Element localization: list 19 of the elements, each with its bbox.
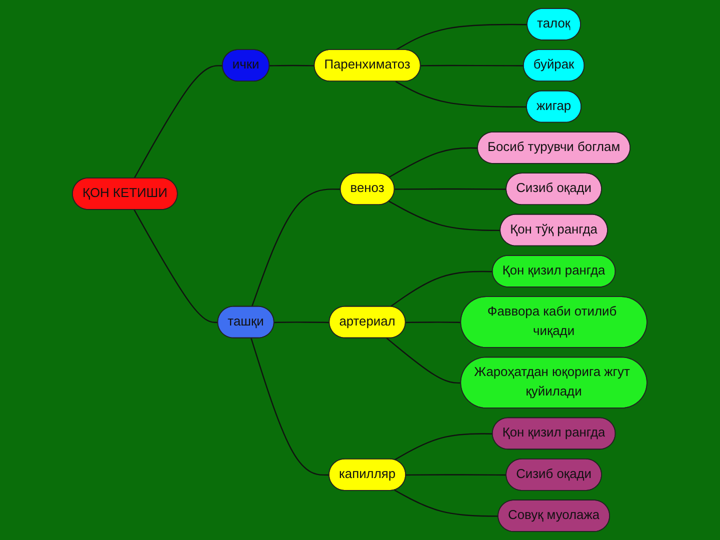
- connector: [389, 147, 478, 178]
- connector: [134, 210, 218, 324]
- connector: [396, 80, 528, 108]
- connector: [274, 322, 330, 324]
- connector: [252, 188, 342, 307]
- connector: [389, 200, 501, 232]
- connector: [250, 338, 330, 476]
- diagram: ҚОН КЕТИШИ ички ташқи Паренхиматоз талоқ буйрак жигар веноз Босиб турувчи боглам Сизиб оқади Қон тўқ рангда артериал Қон қизил рангда Фаввора каби отилиб чиқади Жароҳатдан юқорига жгут қуйилади капилляр Қон қизил рангда Сизиб оқади Совуқ муолажа: [66, 2, 654, 538]
- connector: [394, 188, 507, 190]
- connector: [396, 24, 528, 51]
- connector: [406, 322, 462, 324]
- connector: [394, 490, 499, 517]
- connector: [394, 433, 494, 460]
- connector: [406, 474, 507, 476]
- connector: [134, 65, 224, 179]
- connector: [270, 64, 315, 66]
- connector: [390, 270, 494, 308]
- connector: [386, 338, 462, 384]
- connector: [421, 64, 524, 66]
